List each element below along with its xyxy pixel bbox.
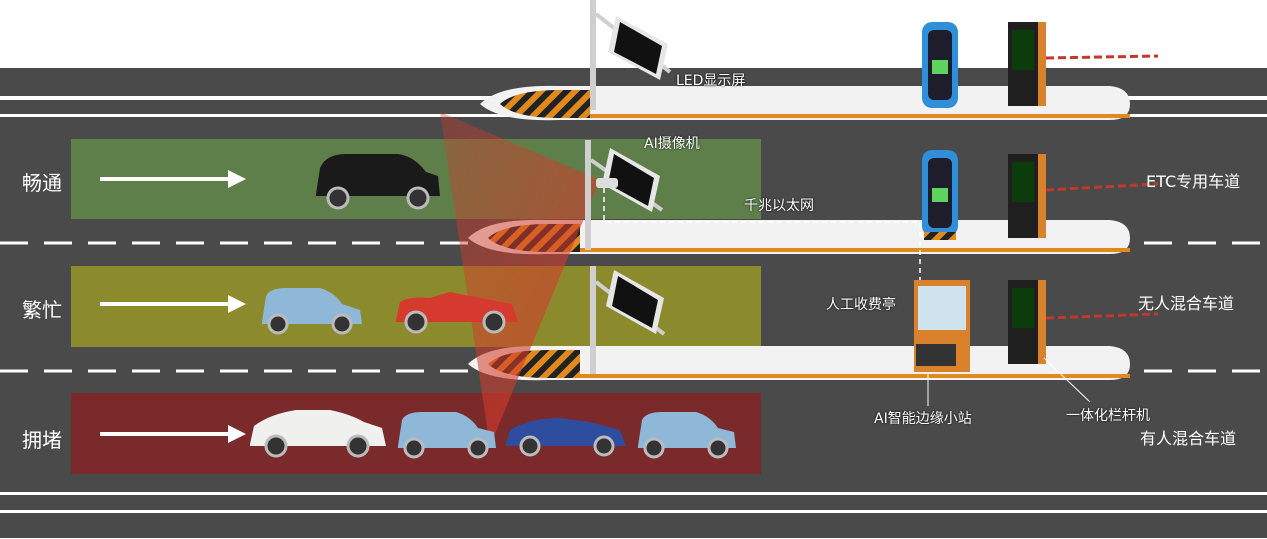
traffic-status-busy: 繁忙	[22, 298, 62, 322]
gigabit-ethernet-label: 千兆以太网	[744, 198, 814, 214]
led-display-gantry	[590, 0, 672, 110]
direction-arrow-icon	[100, 295, 246, 313]
car-blue-hatchback	[262, 288, 362, 335]
barrier-machine	[1008, 22, 1159, 106]
car-blue-hatchback	[638, 412, 736, 459]
etc-terminal	[922, 150, 958, 240]
barrier-machine	[1008, 280, 1159, 364]
callout-line	[1043, 357, 1091, 403]
car-red-convertible	[396, 292, 518, 334]
toll-island-top	[480, 85, 1130, 121]
car-white-sedan	[250, 410, 386, 458]
camera-view-cone	[440, 112, 600, 446]
car-blue-sportscar	[506, 418, 626, 457]
led-display-gantry-lower	[590, 266, 666, 374]
car-black-suv	[316, 154, 440, 210]
traffic-status-congested: 拥堵	[22, 428, 62, 452]
ai-camera-label: AI摄像机	[644, 136, 700, 152]
integrated-barrier-label: 一体化栏杆机	[1066, 408, 1150, 424]
lane-label-manned: 有人混合车道	[1140, 429, 1237, 448]
road-edge-line	[0, 510, 1267, 513]
ai-camera-gantry	[585, 140, 664, 250]
lane-label-unmanned: 无人混合车道	[1138, 294, 1235, 313]
etc-terminal	[922, 22, 958, 108]
manual-toll-booth	[914, 280, 970, 372]
road-edge-line	[0, 492, 1267, 495]
network-cable	[603, 188, 921, 300]
ai-edge-station-label: AI智能边缘小站	[874, 411, 972, 427]
barrier-machine	[1008, 154, 1159, 238]
traffic-status-smooth: 畅通	[22, 171, 62, 195]
manual-booth-label: 人工收费亭	[826, 297, 896, 313]
led-display-label: LED显示屏	[676, 73, 746, 89]
car-blue-hatchback	[398, 412, 496, 459]
lane-label-etc: ETC专用车道	[1146, 172, 1241, 191]
direction-arrow-icon	[100, 425, 246, 443]
direction-arrow-icon	[100, 170, 246, 188]
